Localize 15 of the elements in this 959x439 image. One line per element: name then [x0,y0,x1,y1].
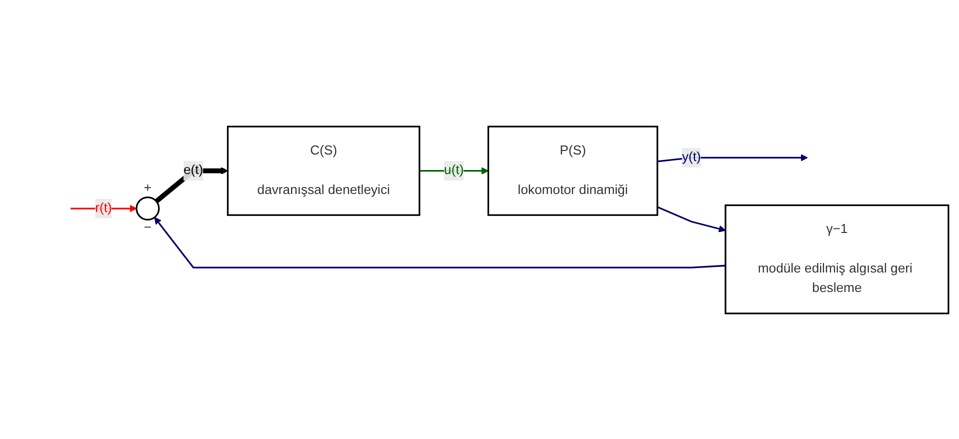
arrow [154,216,726,268]
node-box: P(S) lokomotor dinamiği [486,125,658,216]
edge-label: y(t) [681,150,700,164]
node-circle [135,196,160,220]
edge-label: r(t) [94,200,112,215]
node-label: − [143,220,152,234]
node-box: C(S) davranışsal denetleyici [226,125,420,216]
node-box: γ−1 modüle edilmiş algısal geri besleme [724,204,949,314]
arrow [154,166,228,203]
edge-label: e(t) [183,162,203,177]
node-label: + [143,180,152,195]
arrow [656,154,808,162]
arrow [656,206,726,232]
edge-label: u(t) [444,162,464,177]
arrow [70,204,136,212]
